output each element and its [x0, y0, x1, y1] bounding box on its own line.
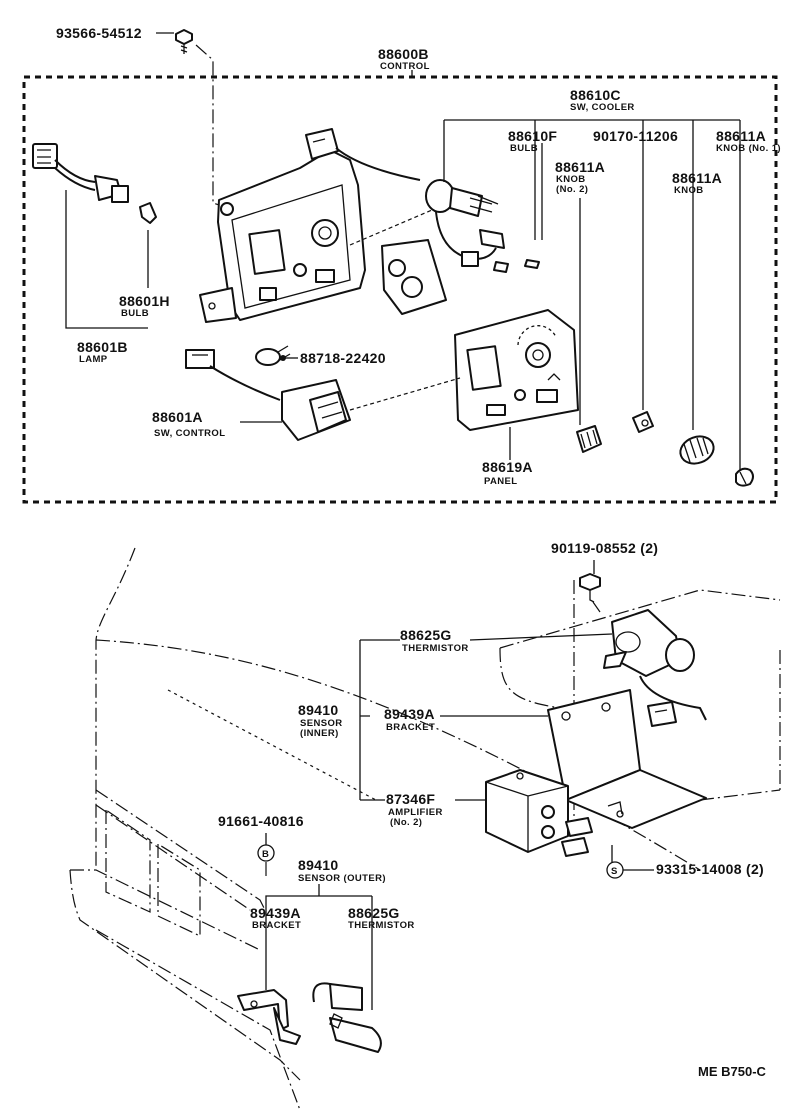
- svg-text:93566-54512: 93566-54512: [56, 25, 142, 41]
- bracket-outer: [237, 884, 373, 1045]
- svg-text:LAMP: LAMP: [79, 354, 108, 365]
- label-88610C: 88610C SW, COOLER: [570, 87, 635, 113]
- label-88625G-outer: 88625G THERMISTOR: [348, 905, 415, 931]
- svg-text:(INNER): (INNER): [300, 728, 339, 739]
- svg-text:88610C: 88610C: [570, 87, 621, 103]
- svg-text:88611A: 88611A: [672, 170, 722, 186]
- label-88611A-knob: 88611A KNOB: [672, 170, 722, 196]
- cooler-switch-wiring: [305, 128, 540, 273]
- svg-text:B: B: [262, 849, 269, 860]
- svg-text:88625G: 88625G: [348, 905, 400, 921]
- knob-no2: [576, 425, 602, 453]
- svg-text:89439A: 89439A: [384, 706, 435, 722]
- label-89410-outer: 89410 SENSOR (OUTER): [298, 857, 386, 884]
- svg-text:89439A: 89439A: [250, 905, 301, 921]
- knob-88611A: [679, 435, 715, 465]
- svg-text:(No. 2): (No. 2): [390, 817, 422, 828]
- control-assembly-boundary: [22, 75, 778, 504]
- svg-text:88610F: 88610F: [508, 128, 557, 144]
- control-bracket: [199, 149, 366, 323]
- label-90170: 90170-11206: [593, 128, 678, 144]
- label-90119: 90119-08552 (2): [551, 540, 658, 574]
- label-89439A-outer: 89439A BRACKET: [250, 905, 301, 931]
- svg-text:88601H: 88601H: [119, 293, 170, 309]
- thermistor-outer: [312, 982, 382, 1053]
- label-88600B: 88600B CONTROL: [378, 46, 430, 78]
- svg-text:BULB: BULB: [121, 308, 149, 319]
- svg-text:BRACKET: BRACKET: [252, 920, 301, 931]
- label-88601H: 88601H BULB: [119, 293, 170, 319]
- label-88625G-inner: 88625G THERMISTOR: [400, 627, 469, 654]
- svg-text:93315-14008 (2): 93315-14008 (2): [656, 861, 764, 877]
- svg-text:SENSOR (OUTER): SENSOR (OUTER): [298, 873, 386, 884]
- label-91661: 91661-40816 B: [218, 813, 304, 862]
- screw-93566: [175, 29, 229, 209]
- svg-text:KNOB (No. 1): KNOB (No. 1): [716, 143, 781, 154]
- amplifier-87346F: [485, 769, 593, 857]
- svg-text:BRACKET: BRACKET: [386, 722, 435, 733]
- label-87346F: 87346F AMPLIFIER (No. 2): [386, 791, 443, 828]
- svg-text:89410: 89410: [298, 702, 338, 718]
- switch-88601A: [185, 349, 461, 441]
- svg-text:THERMISTOR: THERMISTOR: [402, 643, 469, 654]
- label-88610F: 88610F BULB: [508, 128, 557, 154]
- svg-text:88625G: 88625G: [400, 627, 452, 643]
- label-93566: 93566-54512: [56, 25, 174, 41]
- label-88718: 88718-22420: [280, 350, 386, 366]
- gasket-plate: [381, 239, 447, 315]
- svg-text:88718-22420: 88718-22420: [300, 350, 386, 366]
- svg-text:SENSOR: SENSOR: [300, 718, 343, 729]
- clip-88718: [255, 345, 291, 366]
- label-93315: S 93315-14008 (2): [606, 861, 764, 879]
- svg-text:KNOB: KNOB: [556, 174, 586, 185]
- bracket-inner: [547, 689, 707, 829]
- svg-text:88611A: 88611A: [716, 128, 766, 144]
- svg-text:BULB: BULB: [510, 143, 538, 154]
- label-88601A: 88601A SW, CONTROL: [152, 409, 282, 439]
- svg-text:S: S: [611, 866, 618, 877]
- knob-90170: [632, 411, 654, 433]
- panel-88619A: [454, 309, 579, 460]
- svg-text:AMPLIFIER: AMPLIFIER: [388, 807, 443, 818]
- svg-text:KNOB: KNOB: [674, 185, 704, 196]
- label-88611A-no2: 88611A KNOB (No. 2): [555, 159, 605, 195]
- svg-text:88611A: 88611A: [555, 159, 605, 175]
- label-88619A: 88619A PANEL: [482, 459, 533, 487]
- label-89439A-inner: 89439A BRACKET: [384, 706, 435, 733]
- svg-text:88601B: 88601B: [77, 339, 128, 355]
- vehicle-body-outline: [69, 547, 781, 1110]
- svg-text:88600B: 88600B: [378, 46, 429, 62]
- svg-text:87346F: 87346F: [386, 791, 435, 807]
- label-88611A-no1: 88611A KNOB (No. 1): [716, 128, 781, 154]
- svg-text:CONTROL: CONTROL: [380, 61, 430, 72]
- diagram-code: ME B750-C: [698, 1064, 767, 1079]
- svg-text:THERMISTOR: THERMISTOR: [348, 920, 415, 931]
- svg-text:(No. 2): (No. 2): [556, 184, 588, 195]
- svg-text:88601A: 88601A: [152, 409, 203, 425]
- knob-no1: [735, 467, 754, 487]
- label-88601B: 88601B LAMP: [77, 339, 128, 365]
- svg-text:90170-11206: 90170-11206: [593, 128, 678, 144]
- label-89410-inner: 89410 SENSOR (INNER): [298, 702, 343, 739]
- svg-text:SW, CONTROL: SW, CONTROL: [154, 428, 225, 439]
- svg-text:90119-08552 (2): 90119-08552 (2): [551, 540, 658, 556]
- svg-text:88619A: 88619A: [482, 459, 533, 475]
- svg-text:91661-40816: 91661-40816: [218, 813, 304, 829]
- svg-text:SW, COOLER: SW, COOLER: [570, 102, 635, 113]
- svg-text:89410: 89410: [298, 857, 338, 873]
- thermistor-inner: [603, 609, 707, 727]
- svg-text:PANEL: PANEL: [484, 476, 518, 487]
- lamp-88601B: [32, 143, 157, 329]
